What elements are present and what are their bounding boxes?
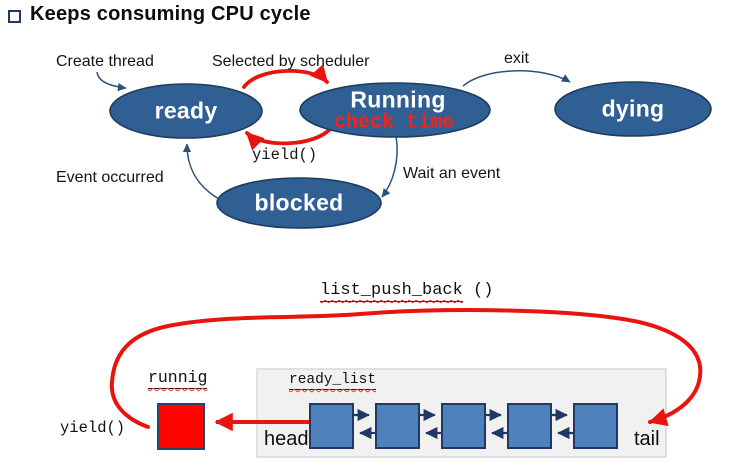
list-nodes: [309, 403, 618, 449]
state-blocked-label: blocked: [254, 189, 344, 216]
ready-list-label: ready_list: [289, 372, 377, 390]
wait-an-event-arrow: [381, 135, 398, 198]
slide-title: Keeps consuming CPU cycle: [30, 3, 311, 25]
state-ready-ellipse: [109, 83, 263, 139]
yield-arc: [245, 126, 333, 151]
tail-label: tail: [634, 428, 660, 450]
state-running-sublabel: check time: [333, 111, 455, 135]
list-node: [573, 403, 618, 449]
running-box-label: runnig: [148, 368, 208, 389]
exit-arrow: [462, 70, 571, 87]
head-label: head: [264, 428, 309, 450]
event-occurred-arrow: [182, 143, 220, 200]
yield-label-upper: yield(): [252, 146, 318, 164]
exit-label: exit: [504, 50, 529, 67]
list-push-back-curve: [109, 308, 703, 429]
state-ready-label: ready: [154, 97, 218, 124]
event-occurred-label: Event occurred: [56, 169, 164, 186]
yield-label-lower: yield(): [60, 419, 126, 437]
list-push-back-label: list_push_back (): [320, 281, 493, 302]
wait-an-event-label: Wait an event: [403, 165, 501, 182]
list-node: [375, 403, 420, 449]
list-node: [507, 403, 552, 449]
list-push-back-parens: (): [473, 281, 494, 300]
list-node: [441, 403, 486, 449]
state-dying-label: dying: [601, 95, 665, 122]
title-bullet-square-icon: [8, 10, 21, 23]
list-push-back-word: list_push_back: [320, 281, 463, 302]
state-blocked-ellipse: [216, 177, 382, 229]
state-dying-ellipse: [554, 81, 712, 137]
selected-by-scheduler-arc: [242, 64, 329, 89]
state-running-label: Running: [350, 86, 446, 113]
create-thread-label: Create thread: [56, 53, 154, 70]
running-thread-square: [157, 403, 205, 450]
node-link-arrows: [353, 408, 574, 440]
state-running-ellipse: [299, 82, 491, 138]
list-node: [309, 403, 354, 449]
selected-by-scheduler-label: Selected by scheduler: [212, 53, 370, 70]
create-thread-arrow: [96, 71, 127, 92]
